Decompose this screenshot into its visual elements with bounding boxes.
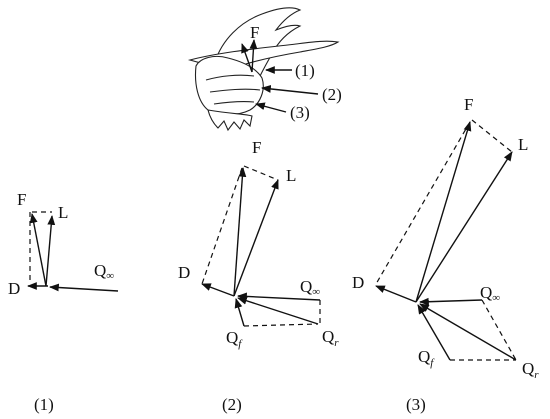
panel-2-force-label: F [252,138,261,157]
panel-3-drag-label: D [352,273,364,292]
bird-force-label: F [250,23,259,42]
bird-body [194,55,264,116]
panel-3-dash-top [471,119,513,153]
panel-3-lift-vector [415,151,513,303]
panel-3-flapping-sub: f [430,357,435,369]
panel-2-relative-sub: r [334,337,339,349]
panel-1-freestream-vector [49,283,119,292]
callout-arrow-2 [261,85,319,95]
panel-2-relative-q: Q [322,327,334,346]
panel-2-dash-left [201,167,243,285]
panel-2-flapping-vector [234,298,245,327]
panel-1-lift-label: L [58,203,68,222]
callout-arrow-3 [255,102,287,113]
panel-2-freestream-sub: ∞ [312,286,320,298]
panel-3-dash-left [375,121,471,285]
panel-2-freestream-vector [237,292,321,301]
panel-3-force-vector [415,121,472,303]
bird-section-band [205,74,261,105]
panel-1-force-vector [29,213,47,287]
bird-force-arrow [249,39,258,73]
panel-2-lift-vector [233,179,279,297]
panel-2-relative-label: Qr [322,327,339,349]
bird-tail [207,109,253,132]
panel-3-flapping-label: Qf [418,347,435,369]
panel-1: F L D Q∞ (1) [8,190,119,414]
panel-3-relative-label: Qr [522,359,539,381]
panel-2-drag-label: D [178,263,190,282]
panel-1-force-label: F [17,190,26,209]
panel-1-lift-vector [45,215,56,287]
panel-2-freestream-q: Q [300,277,312,296]
panel-1-freestream-sub: ∞ [106,270,114,282]
panel-3-dash-right [481,299,517,361]
panel-1-freestream-q: Q [94,261,106,280]
panel-3-relative-q: Q [522,359,534,378]
panel-3-relative-vector [419,303,517,361]
panel-2-lift-label: L [286,166,296,185]
panel-3-freestream-q: Q [480,283,492,302]
panel-3-caption: (3) [406,395,426,414]
panel-2-flapping-q: Q [226,328,238,347]
panel-3-flapping-q: Q [418,347,430,366]
panel-2-relative-vector [237,296,319,325]
panel-2-dash-top [243,165,279,181]
panel-2: F L D Q∞ Qf Qr (2) [178,138,339,414]
panel-3-drag-vector [375,285,417,303]
callout-label-1: (1) [295,61,315,80]
callout-label-2: (2) [322,85,342,104]
panel-2-freestream-label: Q∞ [300,277,320,298]
panel-3-lift-label: L [518,135,528,154]
panel-3-freestream-vector [419,297,483,306]
panel-2-drag-vector [201,283,235,297]
panel-1-freestream-label: Q∞ [94,261,114,282]
panel-3-freestream-sub: ∞ [492,292,500,304]
panel-1-drag-label: D [8,279,20,298]
panel-2-dash-bottom [243,323,319,327]
panel-3-freestream-label: Q∞ [480,283,500,304]
panel-3-force-label: F [464,95,473,114]
panel-2-caption: (2) [222,395,242,414]
bird-force-arrow-2 [241,43,253,73]
panel-3-flapping-vector [417,304,451,361]
panel-2-force-vector [233,167,247,297]
panel-2-flapping-sub: f [238,338,243,350]
callout-label-3: (3) [290,103,310,122]
panel-2-flapping-label: Qf [226,328,243,350]
panel-3-relative-sub: r [534,369,539,381]
bird-illustration: F (1) (2) (3) [187,7,342,132]
panel-1-caption: (1) [34,395,54,414]
panel-3: F L D Q∞ Qf Qr (3) [352,95,539,414]
